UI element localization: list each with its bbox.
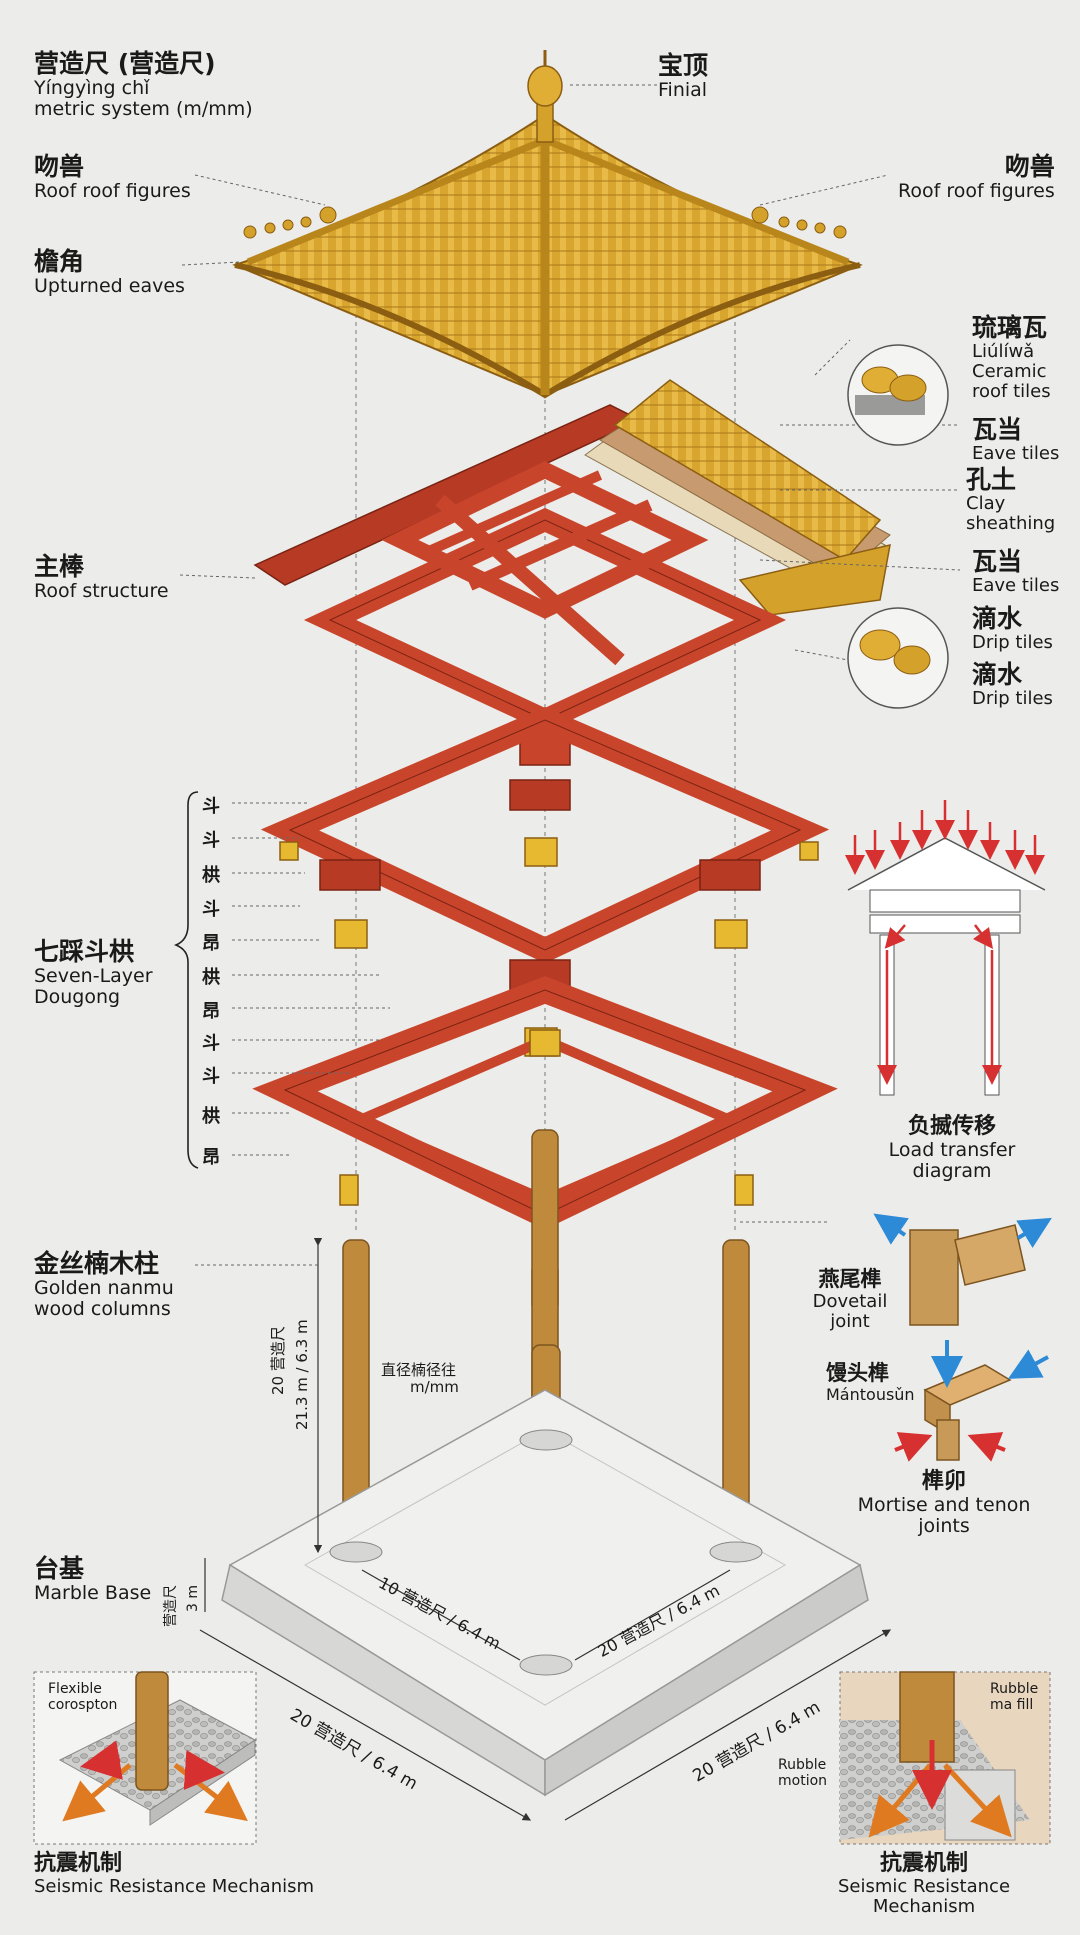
load-transfer-label: 负揻传移 Load transfer diagram [888, 1114, 1016, 1182]
dougong-part-8: 斗 [202, 1033, 220, 1054]
seismic-right-label: 抗震机制 Seismic Resistance Mechanism [837, 1851, 1011, 1917]
dougong-part-11: 昂 [202, 1147, 220, 1168]
dougong-part-2: 斗 [202, 830, 220, 851]
load-transfer-diagram [845, 800, 1046, 1096]
mantousun-label: 馒头榫 Mántousǔn [826, 1361, 915, 1404]
finial-label: 宝顶 Finial [658, 51, 709, 101]
rubble-motion-label: Rubble motion [778, 1757, 828, 1789]
dougong-part-1: 斗 [202, 796, 220, 817]
column-height-dim-1: 20 营造尺 [269, 1326, 287, 1395]
dougong-part-4: 斗 [202, 899, 220, 920]
eaves-label: 檐角 Upturned eaves [34, 247, 185, 297]
roof [232, 50, 863, 399]
roof-structure-label: 主棒 Roof structure [34, 552, 169, 602]
marble-base [221, 1389, 869, 1797]
tile-callout-top [847, 344, 949, 446]
tile-layers [253, 379, 891, 616]
mantousun-joint [894, 1340, 1049, 1462]
drip-tiles-label-1: 滴水 Drip tiles [972, 604, 1053, 653]
mortise-tenon-label: 榫卯 Mortise and tenon joints [857, 1469, 1031, 1537]
dougong-part-5: 昂 [202, 933, 220, 954]
eave-tiles-label-2: 瓦当 Eave tiles [972, 547, 1060, 596]
flexible-label: Flexible corospton [48, 1681, 118, 1713]
clay-sheathing-label: 孔土 Clay sheathing [966, 465, 1056, 535]
finial-shape [527, 50, 563, 143]
seismic-left-label: 抗震机制 Seismic Resistance Mechanism [34, 1851, 315, 1897]
rubble-fill-label: Rubble ma fill [990, 1681, 1039, 1713]
eave-tiles-label-1: 瓦当 Eave tiles [972, 415, 1060, 464]
dougong-part-9: 斗 [202, 1066, 220, 1087]
roof-figures-left-label: 吻兽 Roof roof figures [34, 152, 191, 202]
dougong-part-6: 栱 [202, 967, 220, 988]
roof-figures-right-label: 吻兽 Roof roof figures [898, 152, 1055, 202]
base-label: 台基 Marble Base [34, 1554, 152, 1604]
dougong-brace [173, 791, 199, 1169]
base-height-dim-2: 3 m [185, 1585, 201, 1612]
dimension-lines [199, 1237, 892, 1821]
seismic-left-inset [33, 1671, 257, 1845]
dougong-part-10: 栱 [202, 1106, 220, 1127]
dougong-label: 七踩斗栱 Seven-Layer Dougong [34, 937, 153, 1009]
drip-tiles-label-2: 滴水 Drip tiles [972, 660, 1053, 709]
base-height-dim-1: 营造尺 [163, 1585, 179, 1627]
column-diameter-label: 直径楠径往 m/mm [380, 1361, 459, 1396]
seismic-right-inset [839, 1671, 1051, 1845]
columns-label: 金丝楠木柱 Golden nanmu wood columns [34, 1249, 174, 1321]
column-height-dim-2: 21.3 m / 6.3 m [293, 1319, 311, 1430]
roof-frame [303, 461, 787, 766]
ruler-label: 营造尺 (营造尺) Yíngyìng chǐ metric system (m/… [34, 49, 253, 121]
dovetail-label: 燕尾榫 Dovetail joint [812, 1267, 888, 1332]
dougong-part-7: 昂 [202, 1001, 220, 1022]
dougong-part-3: 栱 [202, 865, 220, 886]
ceramic-tiles-label: 琉璃瓦 Liúlíwǎ Ceramic roof tiles [972, 313, 1051, 403]
dovetail-joint [873, 1213, 1052, 1326]
tile-callout-bottom [847, 607, 949, 709]
